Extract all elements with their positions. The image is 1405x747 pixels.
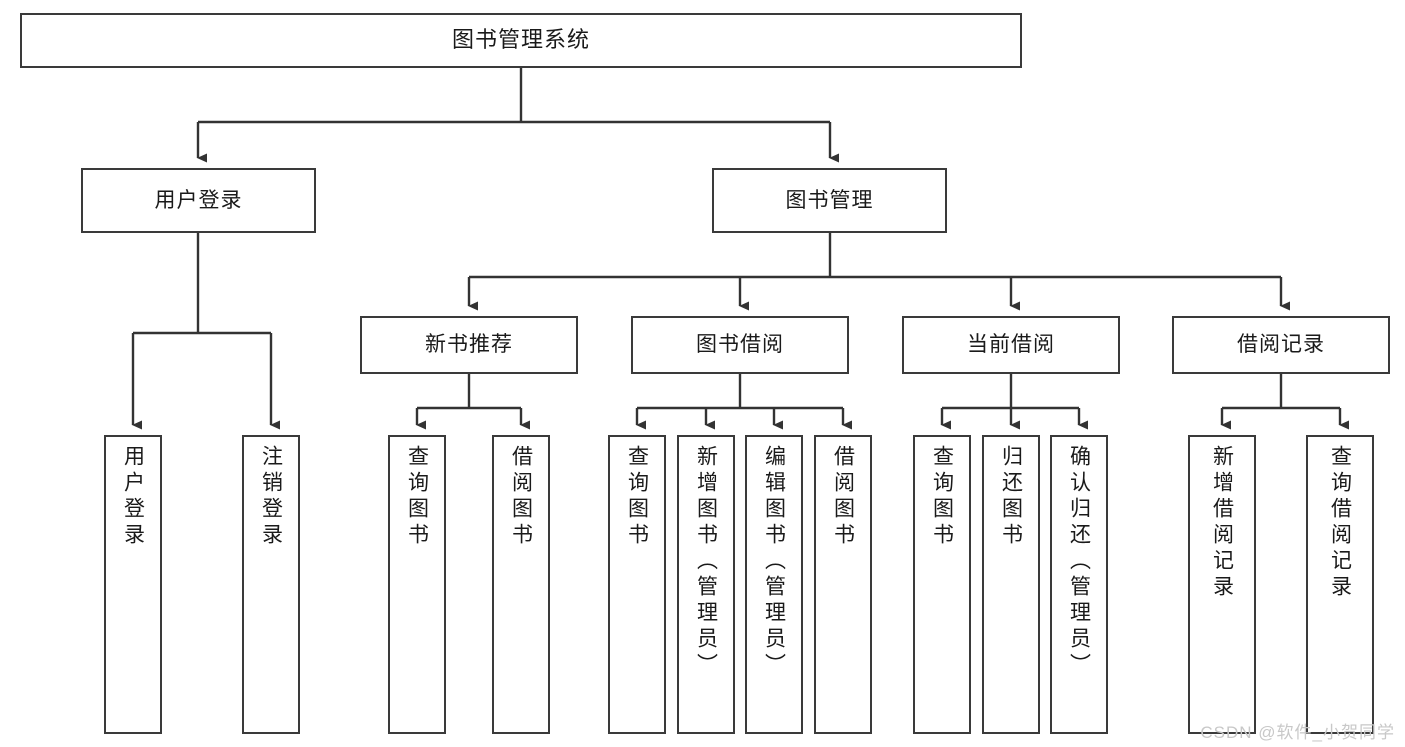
node-borrow-record[interactable]: 借阅记录 bbox=[1172, 316, 1390, 374]
node-label: 确认归还（管理员） bbox=[1067, 445, 1091, 679]
leaf-borrow-borrow-book[interactable]: 借阅图书 bbox=[814, 435, 872, 734]
node-label: 借阅图书 bbox=[509, 445, 533, 549]
leaf-current-confirm-return[interactable]: 确认归还（管理员） bbox=[1050, 435, 1108, 734]
node-label: 用户登录 bbox=[121, 445, 145, 549]
leaf-logout[interactable]: 注销登录 bbox=[242, 435, 300, 734]
leaf-newbook-borrow[interactable]: 借阅图书 bbox=[492, 435, 550, 734]
leaf-record-add[interactable]: 新增借阅记录 bbox=[1188, 435, 1256, 734]
leaf-borrow-query[interactable]: 查询图书 bbox=[608, 435, 666, 734]
node-label: 查询图书 bbox=[930, 445, 954, 549]
leaf-borrow-edit-book[interactable]: 编辑图书（管理员） bbox=[745, 435, 803, 734]
node-label: 查询图书 bbox=[405, 445, 429, 549]
node-root-system[interactable]: 图书管理系统 bbox=[20, 13, 1022, 68]
leaf-current-return[interactable]: 归还图书 bbox=[982, 435, 1040, 734]
node-book-borrow[interactable]: 图书借阅 bbox=[631, 316, 849, 374]
node-label: 新书推荐 bbox=[425, 333, 513, 357]
leaf-record-query[interactable]: 查询借阅记录 bbox=[1306, 435, 1374, 734]
node-label: 查询图书 bbox=[625, 445, 649, 549]
node-label: 新增图书（管理员） bbox=[694, 445, 718, 679]
node-label: 图书管理系统 bbox=[451, 27, 590, 53]
node-book-management[interactable]: 图书管理 bbox=[712, 168, 947, 233]
node-label: 用户登录 bbox=[154, 188, 243, 212]
leaf-borrow-add-book[interactable]: 新增图书（管理员） bbox=[677, 435, 735, 734]
node-label: 查询借阅记录 bbox=[1328, 445, 1352, 601]
node-label: 编辑图书（管理员） bbox=[762, 445, 786, 679]
leaf-user-login[interactable]: 用户登录 bbox=[104, 435, 162, 734]
node-label: 注销登录 bbox=[259, 445, 283, 549]
node-new-book-recommend[interactable]: 新书推荐 bbox=[360, 316, 578, 374]
node-user-login[interactable]: 用户登录 bbox=[81, 168, 316, 233]
node-label: 借阅图书 bbox=[831, 445, 855, 549]
node-current-borrow[interactable]: 当前借阅 bbox=[902, 316, 1120, 374]
leaf-current-query[interactable]: 查询图书 bbox=[913, 435, 971, 734]
node-label: 借阅记录 bbox=[1237, 333, 1325, 357]
node-label: 归还图书 bbox=[999, 445, 1023, 549]
watermark: CSDN @软件_小贺同学 bbox=[1200, 723, 1395, 742]
node-label: 图书管理 bbox=[785, 188, 874, 212]
node-label: 当前借阅 bbox=[967, 333, 1055, 357]
leaf-newbook-query[interactable]: 查询图书 bbox=[388, 435, 446, 734]
node-label: 新增借阅记录 bbox=[1210, 445, 1234, 601]
node-label: 图书借阅 bbox=[696, 333, 784, 357]
